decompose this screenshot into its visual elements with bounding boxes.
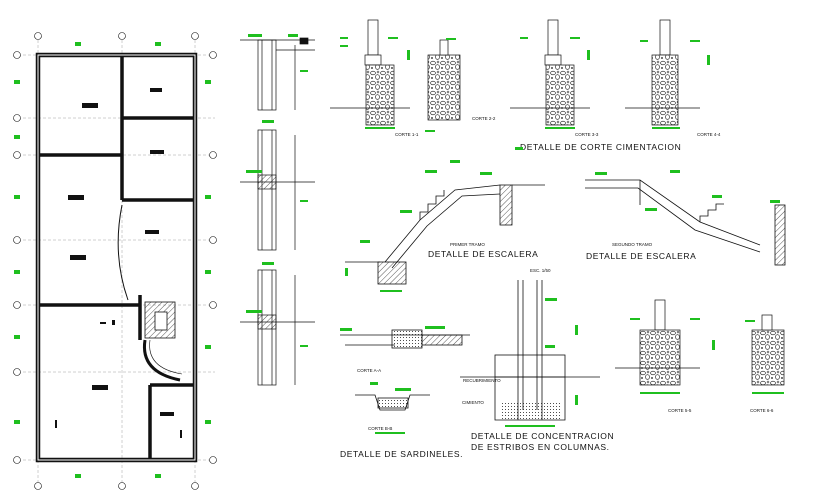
title-concentracion-2: DE ESTRIBOS EN COLUMNAS.	[471, 442, 610, 452]
foundation-labels: CORTE 1-1 CORTE 2-2 CORTE 3-3 CORTE 4-4 …	[395, 116, 721, 152]
title-escalera-2: DETALLE DE ESCALERA	[586, 251, 696, 261]
label-corte-1-1: CORTE 1-1	[395, 132, 419, 137]
label-corte-a-a: CORTE A-A	[357, 368, 381, 373]
concentracion-dim-marks	[505, 298, 578, 427]
foundation-sections-5-6	[615, 299, 785, 386]
label-corte-3-3: CORTE 3-3	[575, 132, 599, 137]
foundation-sections	[330, 19, 700, 126]
concentracion-labels: ESC. 1/50 RECUBRIMIENTO CIMIENTO DETALLE…	[462, 268, 614, 452]
foundation-5-6-dim-marks	[630, 318, 784, 394]
floor-plan	[13, 32, 217, 490]
sardinel-details	[340, 329, 470, 411]
label-segundo-tramo: SEGUNDO TRAMO	[612, 242, 653, 247]
title-sardineles: DETALLE DE SARDINELES.	[340, 449, 463, 459]
column-details	[240, 37, 315, 386]
label-corte-5-5: CORTE 5-5	[668, 408, 692, 413]
label-corte-b-b: CORTE B-B	[368, 426, 392, 431]
stair-2-labels: SEGUNDO TRAMO DETALLE DE ESCALERA	[586, 242, 696, 261]
title-concentracion-1: DETALLE DE CONCENTRACION	[471, 431, 614, 441]
sardinel-dim-marks	[340, 326, 445, 434]
stair-detail-2	[585, 179, 786, 266]
foundation-5-6-labels: CORTE 5-5 CORTE 6-6	[668, 408, 774, 413]
label-esc-1-50: ESC. 1/50	[530, 268, 551, 273]
label-corte-6-6: CORTE 6-6	[750, 408, 774, 413]
label-cimiento: CIMIENTO	[462, 400, 484, 405]
stair-1-dim-marks	[345, 147, 523, 292]
title-corte-cimentacion: DETALLE DE CORTE CIMENTACION	[520, 142, 681, 152]
stair-1-labels: PRIMER TRAMO DETALLE DE ESCALERA	[428, 242, 538, 259]
label-primer-tramo: PRIMER TRAMO	[450, 242, 485, 247]
stair-detail-1	[345, 184, 545, 285]
column-stirrup-detail	[460, 280, 600, 421]
column-dim-marks	[246, 34, 308, 347]
label-corte-4-4: CORTE 4-4	[697, 132, 721, 137]
title-escalera-1: DETALLE DE ESCALERA	[428, 249, 538, 259]
label-recubrimiento: RECUBRIMIENTO	[463, 378, 501, 383]
foundation-dim-marks	[340, 37, 710, 132]
stair-2-dim-marks	[595, 170, 780, 211]
sardinel-labels: CORTE A-A CORTE B-B DETALLE DE SARDINELE…	[340, 368, 463, 459]
label-corte-2-2: CORTE 2-2	[472, 116, 496, 121]
